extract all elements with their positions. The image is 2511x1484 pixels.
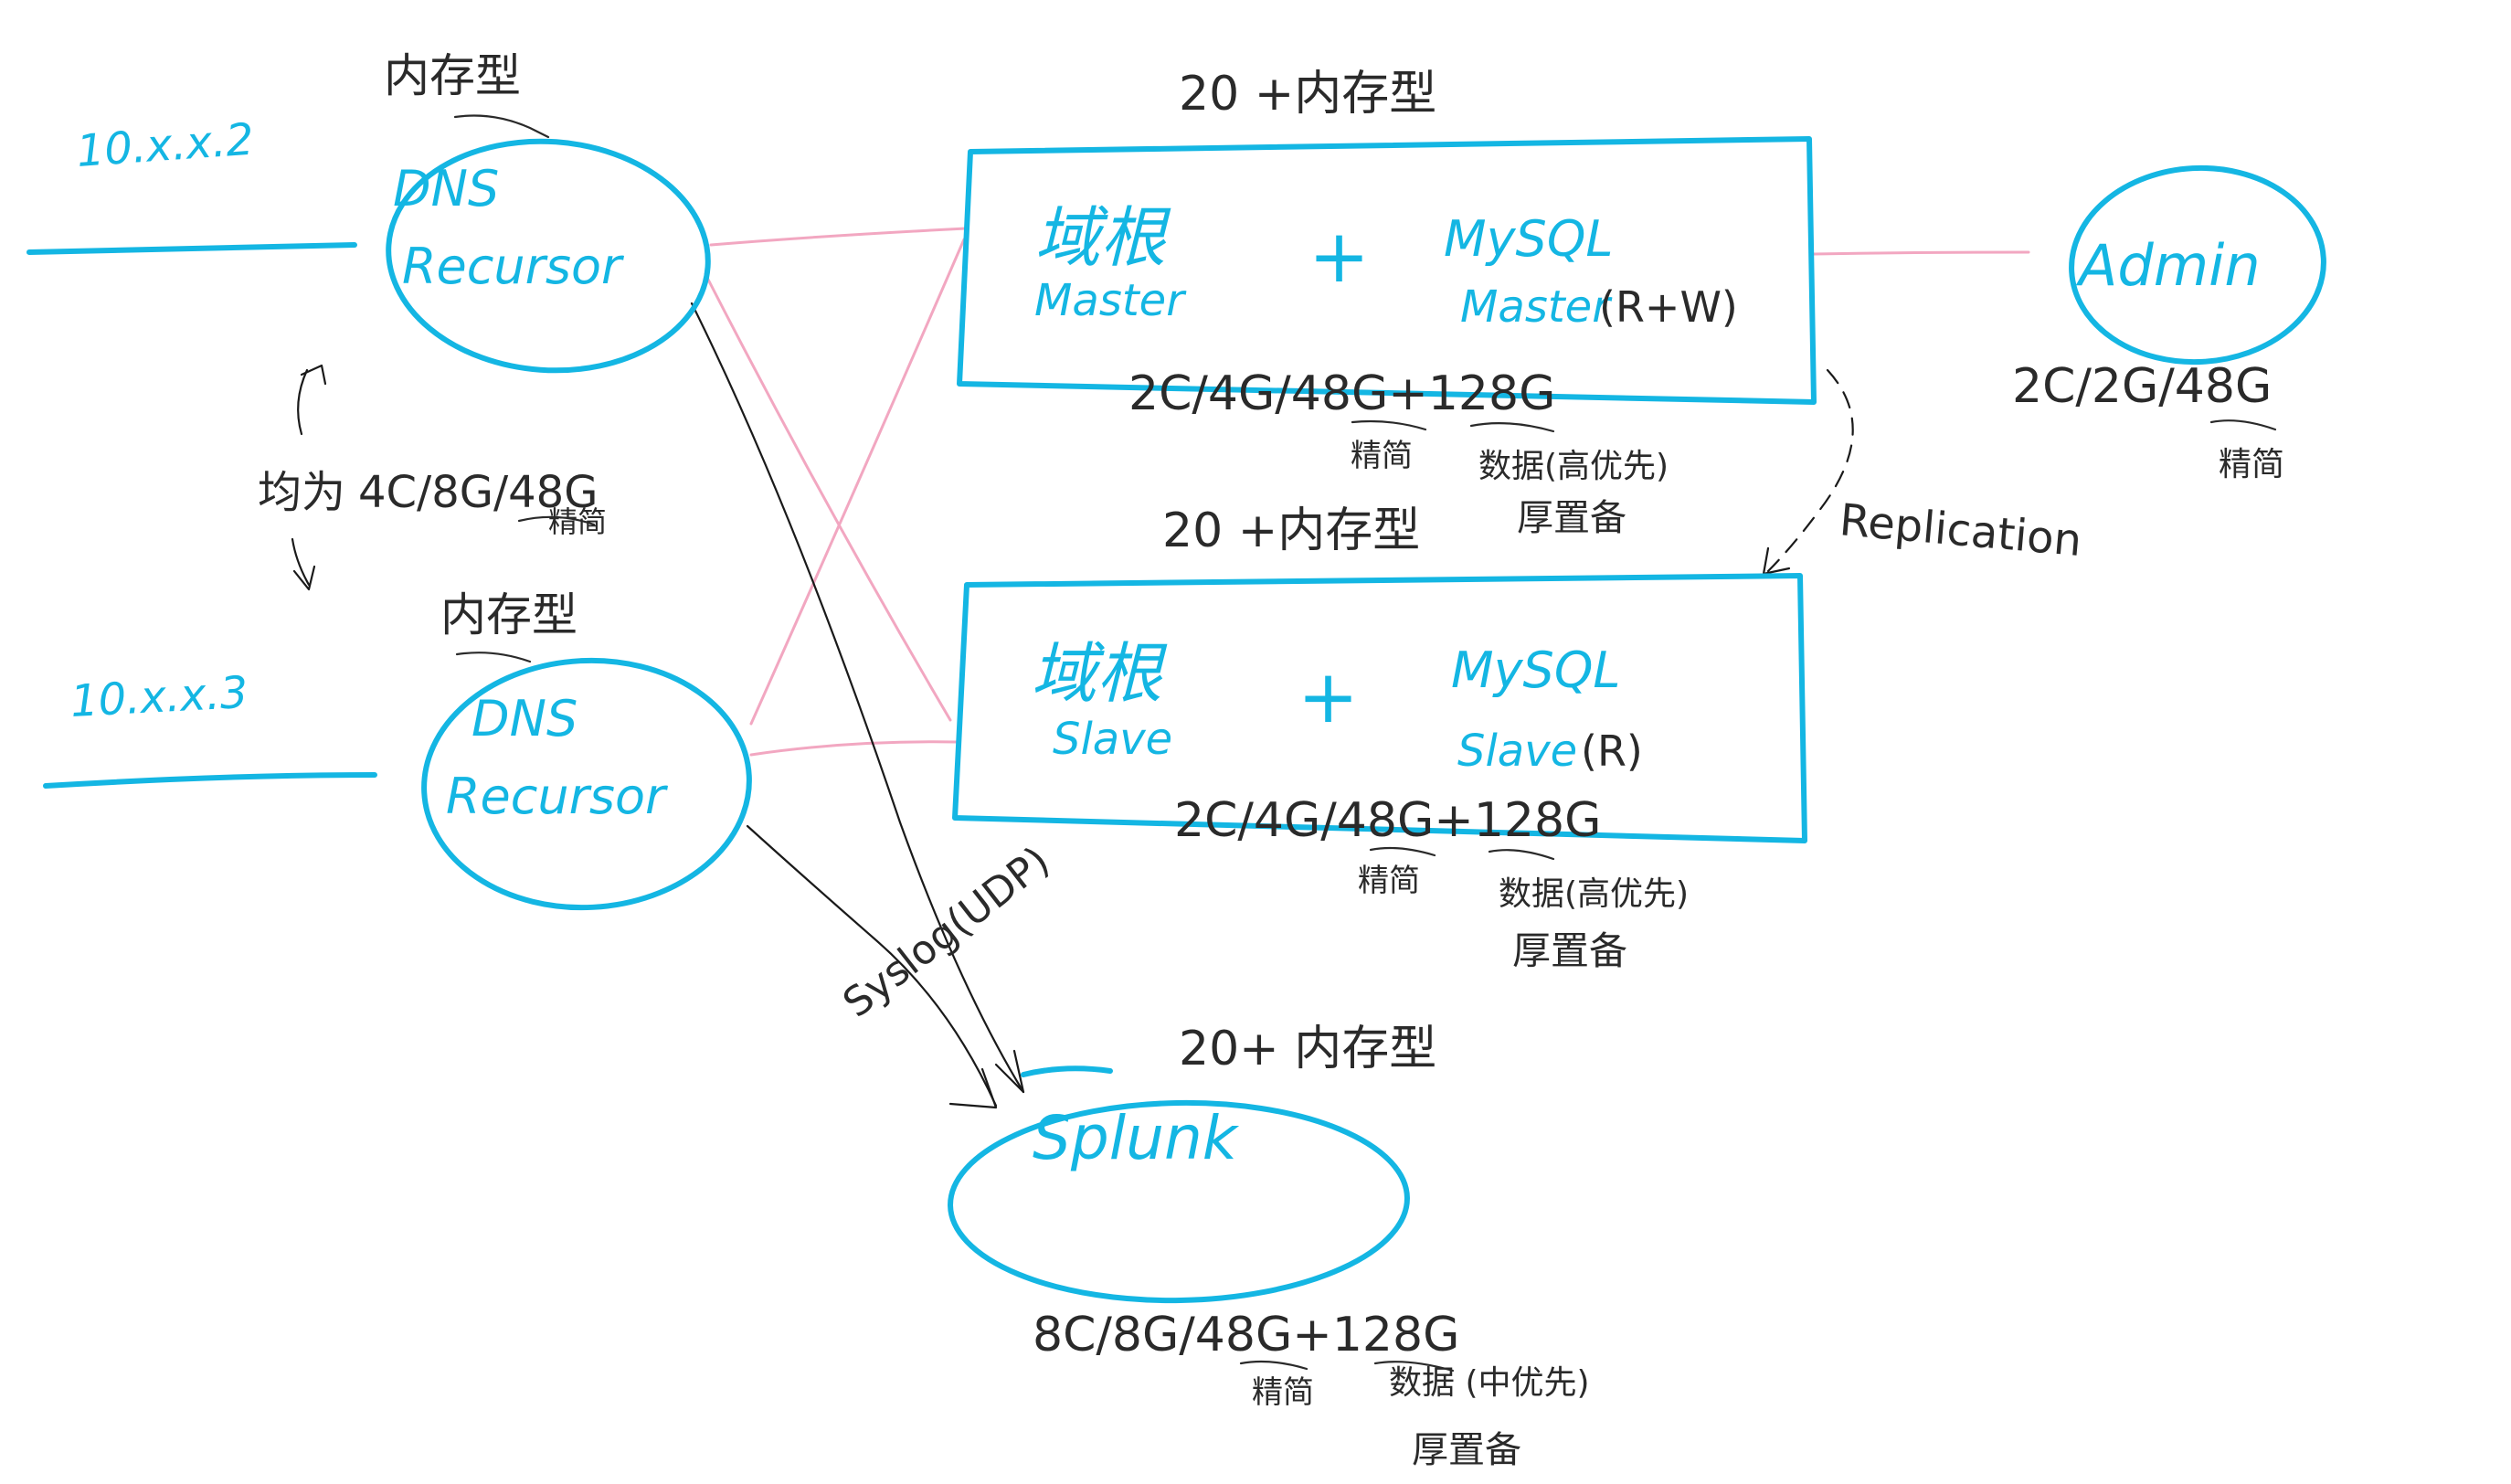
master-left-bottom: Master — [1034, 275, 1187, 326]
splunk-header: 20+ 内存型 — [1179, 1022, 1436, 1076]
input-lines — [26, 242, 377, 789]
slave-spec: 2C/4G/48G+128G — [1174, 793, 1601, 848]
dns1-line2: Recursor — [402, 238, 624, 295]
master-left-top: 域根 — [1034, 199, 1171, 276]
master-plus: + — [1308, 214, 1370, 299]
dns-spec-value: 4C/8G/48G — [358, 467, 598, 518]
splunk-label: Splunk — [1033, 1103, 1240, 1173]
dns-recursor-2: 内存型 DNS Recursor — [421, 588, 752, 911]
slave-right-bottom: Slave — [1457, 726, 1577, 777]
pink-links — [704, 227, 2030, 757]
master-header: 20 +内存型 — [1179, 67, 1436, 122]
dns1-line1: DNS — [393, 160, 499, 217]
master-right-top: MySQL — [1444, 210, 1613, 268]
admin-node: Admin 2C/2G/48G 精简 — [2012, 164, 2326, 483]
dns-spec-note: 精简 — [548, 504, 607, 539]
slave-mode: (R) — [1581, 726, 1643, 776]
splunk-note-3: 厚置备 — [1412, 1429, 1521, 1471]
splunk-node: 20+ 内存型 Splunk 8C/8G/48G+128G 精简 数据 (中优先… — [948, 1022, 1590, 1471]
slave-right-top: MySQL — [1451, 641, 1620, 699]
slave-left-bottom: Slave — [1053, 714, 1172, 765]
master-note-3: 厚置备 — [1517, 497, 1626, 539]
dns-spec: 均为 4C/8G/48G 精简 — [258, 467, 607, 539]
slave-header: 20 +内存型 — [1162, 504, 1420, 558]
dns2-line1: DNS — [471, 690, 577, 747]
slave-note-2: 数据(高优先) — [1499, 875, 1689, 913]
admin-label: Admin — [2075, 232, 2261, 299]
admin-spec: 2C/2G/48G — [2012, 359, 2272, 414]
dns-spec-prefix: 均为 — [258, 467, 345, 518]
splunk-note-1: 精简 — [1252, 1374, 1314, 1411]
dns-double-arrow — [291, 364, 327, 591]
master-note-2: 数据(高优先) — [1478, 448, 1669, 485]
dns1-type-label: 内存型 — [384, 49, 521, 102]
master-note-1: 精简 — [1351, 438, 1413, 474]
slave-left-top: 域根 — [1031, 635, 1168, 712]
syslog-arrows — [690, 302, 1025, 1109]
dns2-line2: Recursor — [446, 768, 668, 825]
slave-node: 20 +内存型 域根 Slave + MySQL Slave (R) 2C/4G… — [952, 504, 1807, 973]
master-right-bottom: Master — [1460, 281, 1613, 333]
slave-plus: + — [1298, 654, 1359, 739]
ip-label-1: 10.x.x.2 — [75, 114, 256, 177]
ip-label-2: 10.x.x.3 — [69, 667, 249, 727]
replication-label: Replication — [1838, 494, 2083, 567]
master-node: 20 +内存型 域根 Master + MySQL Master (R+W) 2… — [957, 67, 1817, 539]
dns-recursor-1: 内存型 DNS Recursor — [384, 49, 711, 374]
admin-note: 精简 — [2219, 446, 2284, 483]
splunk-note-2: 数据 (中优先) — [1389, 1364, 1590, 1402]
slave-note-3: 厚置备 — [1512, 928, 1627, 973]
splunk-spec: 8C/8G/48G+128G — [1033, 1308, 1459, 1362]
master-mode: (R+W) — [1599, 282, 1738, 332]
dns2-type-label: 内存型 — [440, 588, 577, 641]
slave-note-1: 精简 — [1358, 863, 1420, 899]
master-spec: 2C/4G/48G+128G — [1128, 366, 1555, 421]
